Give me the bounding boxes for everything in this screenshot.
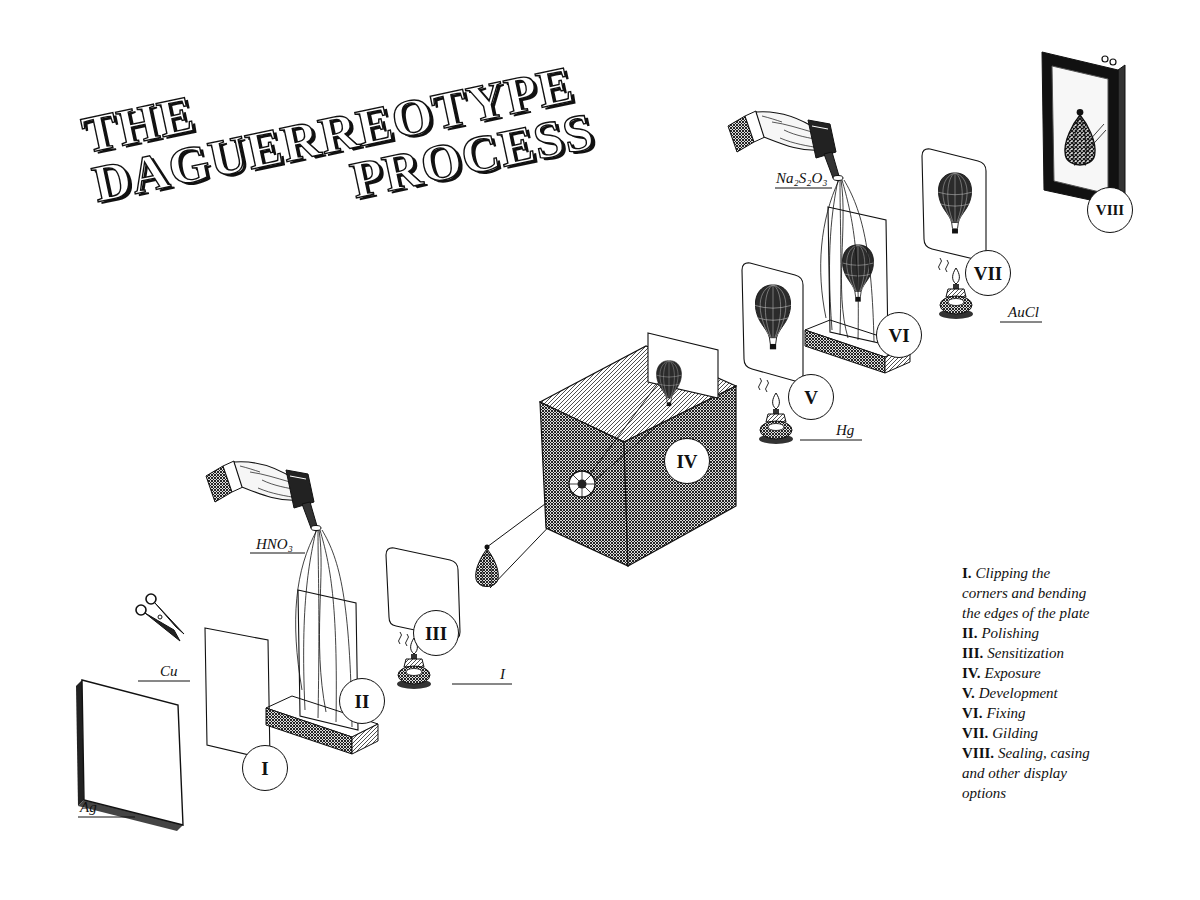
step-number: II [339, 678, 385, 724]
step-description: Polishing [981, 625, 1039, 641]
scissors-blade [155, 603, 184, 634]
leader-line [138, 681, 190, 682]
case-glass [1052, 66, 1108, 194]
finished-image [1065, 109, 1095, 166]
step-number: V [788, 374, 834, 420]
plate [922, 149, 986, 261]
silver-plate [82, 680, 183, 825]
step-list-row: V.Development [962, 683, 1092, 703]
leader-line [800, 440, 862, 441]
camera-side [624, 386, 736, 566]
case-side [1118, 65, 1125, 206]
tray-side [352, 724, 378, 754]
vapor [759, 378, 769, 392]
step-description: Sensitization [987, 645, 1064, 661]
scissors-ring [146, 594, 156, 604]
step-description: Fixing [986, 705, 1025, 721]
hypo-stream [821, 180, 874, 342]
camera-front [540, 402, 628, 566]
step-list: I.Clipping the corners and bending the e… [962, 563, 1092, 803]
step-number: VIII [1087, 187, 1133, 233]
leader-line [1000, 322, 1042, 323]
title-text: THE DAGUERREOTYPE PROCESS [78, 8, 598, 259]
step-list-number: IV. [962, 665, 981, 681]
light-ray [584, 378, 662, 482]
light-ray [586, 420, 664, 488]
hand-with-bottle [206, 461, 321, 531]
step-list-row: I.Clipping the corners and bending the e… [962, 563, 1092, 623]
step-list-number: III. [962, 645, 983, 661]
step-list-row: III.Sensitization [962, 643, 1092, 663]
chemical-label: Cu [160, 662, 178, 680]
case-frame [1042, 52, 1118, 206]
step-number: VII [965, 250, 1011, 296]
chemical-label: I [500, 665, 505, 683]
step-numeral: I [261, 759, 268, 778]
step-list-row: IV.Exposure [962, 663, 1092, 683]
step-numeral: VI [888, 326, 909, 345]
vapor [399, 632, 409, 646]
step-description: Exposure [985, 665, 1041, 681]
gilded-image [938, 173, 972, 234]
scissors-ring [136, 605, 146, 615]
leader-line [250, 553, 305, 554]
step-numeral: IV [676, 452, 697, 471]
chemical-label: Na₂S₂O₃ [776, 169, 827, 187]
chemical-label: AuCl [1008, 303, 1039, 321]
step-list-number: VI. [962, 705, 982, 721]
step-numeral: VII [974, 264, 1003, 283]
step-number: IV [664, 438, 710, 484]
step-number: I [242, 745, 288, 791]
leader-line [452, 684, 512, 685]
scissors-blade [145, 613, 180, 641]
leader-line [775, 188, 832, 189]
case-clasp [1110, 59, 1116, 65]
plate [742, 263, 803, 382]
camera-lens [569, 471, 595, 497]
scissors-pivot [158, 615, 162, 619]
step-number: VI [876, 312, 922, 358]
step-list-row: II. Polishing [962, 623, 1092, 643]
step-description: Development [979, 685, 1058, 701]
step-numeral: III [425, 624, 447, 643]
developed-image [755, 285, 791, 349]
step-list-number: II. [962, 625, 977, 641]
step-list-number: V. [962, 685, 975, 701]
step-number: III [413, 610, 459, 656]
step-list-number: I. [962, 565, 972, 581]
step-description: Gilding [992, 725, 1038, 741]
glass-glare [1086, 124, 1106, 152]
tray-front [805, 330, 885, 373]
step-numeral: II [355, 692, 370, 711]
latent-image [656, 361, 681, 406]
step-description: Clipping the corners and bending the edg… [962, 565, 1089, 621]
vapor [939, 258, 949, 272]
tray-front [266, 708, 352, 754]
chemical-label: Hg [836, 421, 854, 439]
step-list-number: VII. [962, 725, 988, 741]
lens-petals [569, 471, 595, 497]
copper-sheet [205, 628, 270, 760]
subject-balloon [476, 545, 499, 588]
step-list-row: VII.Gilding [962, 723, 1092, 743]
chemical-label: HNO₃ [256, 535, 293, 553]
step-list-number: VIII. [962, 745, 994, 761]
chemical-label: Ag [80, 798, 97, 816]
step-numeral: V [804, 388, 818, 407]
step-numeral: VIII [1096, 203, 1124, 218]
case-clasp [1102, 56, 1108, 62]
leader-line [78, 817, 135, 818]
step-list-row: VI.Fixing [962, 703, 1092, 723]
plate-holder [648, 333, 718, 398]
step-list-row: VIII.Sealing, casing and other display o… [962, 743, 1092, 803]
lens-aperture [578, 480, 587, 489]
